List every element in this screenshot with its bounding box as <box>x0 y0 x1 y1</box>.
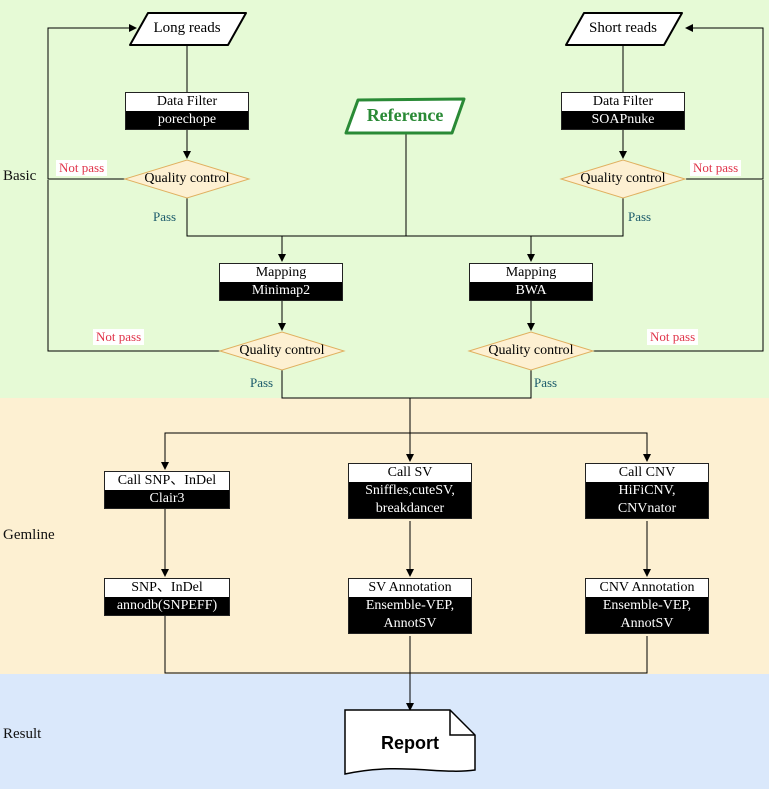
edge-pass-right <box>282 198 624 237</box>
call-sv-tool-line2: breakdancer <box>349 500 471 518</box>
not-pass-label: Not pass <box>647 329 699 345</box>
report-label: Report <box>381 733 439 753</box>
cnv-annotation-title: CNV Annotation <box>586 579 708 597</box>
mapping-tool: Minimap2 <box>220 282 342 300</box>
sv-annotation-box: SV Annotation Ensemble-VEP, AnnotSV <box>348 578 472 634</box>
qc-diamond-top-right <box>559 159 687 199</box>
short-reads-label: Short reads <box>589 20 657 36</box>
cnv-annotation-box: CNV Annotation Ensemble-VEP, AnnotSV <box>585 578 709 634</box>
snp-annotation-tool: annodb(SNPEFF) <box>105 597 229 615</box>
mapping-tool: BWA <box>470 282 592 300</box>
report-shape <box>344 709 476 775</box>
data-filter-title: Data Filter <box>126 93 248 111</box>
snp-annotation-box: SNP、InDel annodb(SNPEFF) <box>104 578 230 616</box>
edge-notpass-left-bottom <box>47 180 220 352</box>
call-sv-tool-line1: Sniffles,cuteSV, <box>349 482 471 500</box>
not-pass-label: Not pass <box>56 160 108 176</box>
sv-annotation-tool-line1: Ensemble-VEP, <box>349 597 471 615</box>
call-sv-box: Call SV Sniffles,cuteSV, breakdancer <box>348 463 472 519</box>
section-label-basic: Basic <box>3 168 37 184</box>
cnv-annotation-tool-line2: AnnotSV <box>586 615 708 633</box>
qc-diamond-bottom-left <box>218 331 346 371</box>
edge-notpass-right-bottom <box>593 180 764 352</box>
qc-label: Quality control <box>239 343 325 358</box>
not-pass-label: Not pass <box>690 160 742 176</box>
snp-annotation-title: SNP、InDel <box>105 579 229 597</box>
sv-annotation-tool-line2: AnnotSV <box>349 615 471 633</box>
mapping-right: Mapping BWA <box>469 263 593 301</box>
data-filter-tool: porechope <box>126 111 248 129</box>
qc-label: Quality control <box>144 171 230 186</box>
qc-label: Quality control <box>488 343 574 358</box>
call-snp-tool: Clair3 <box>105 490 229 508</box>
not-pass-label: Not pass <box>93 329 145 345</box>
call-cnv-tool-line1: HiFiCNV, <box>586 482 708 500</box>
short-reads-shape <box>565 12 683 46</box>
pass-label: Pass <box>534 375 558 390</box>
edge-pass-merge <box>281 370 532 399</box>
section-label-germline: Gemline <box>3 527 55 543</box>
reference-label: Reference <box>366 105 444 125</box>
call-cnv-tool-line2: CNVnator <box>586 500 708 518</box>
reference-shape <box>344 97 466 135</box>
long-reads-shape <box>129 12 247 46</box>
data-filter-tool: SOAPnuke <box>562 111 684 129</box>
mapping-left: Mapping Minimap2 <box>219 263 343 301</box>
call-sv-title: Call SV <box>349 464 471 482</box>
data-filter-title: Data Filter <box>562 93 684 111</box>
sv-annotation-title: SV Annotation <box>349 579 471 597</box>
edge-germline-branch <box>164 432 648 461</box>
data-filter-right: Data Filter SOAPnuke <box>561 92 685 130</box>
call-cnv-title: Call CNV <box>586 464 708 482</box>
edge-notpass-right-top <box>685 24 764 180</box>
pass-label: Pass <box>153 209 177 224</box>
call-snp-title: Call SNP、InDel <box>105 472 229 490</box>
mapping-title: Mapping <box>470 264 592 282</box>
section-label-result: Result <box>3 726 42 742</box>
edge-merge-report <box>164 616 648 674</box>
qc-label: Quality control <box>580 171 666 186</box>
mapping-title: Mapping <box>220 264 342 282</box>
pass-label: Pass <box>628 209 652 224</box>
qc-diamond-top-left <box>123 159 251 199</box>
long-reads-label: Long reads <box>153 20 221 36</box>
call-cnv-box: Call CNV HiFiCNV, CNVnator <box>585 463 709 519</box>
edge-notpass-left-top <box>47 24 137 180</box>
data-filter-left: Data Filter porechope <box>125 92 249 130</box>
edge-pass-left <box>186 198 531 237</box>
cnv-annotation-tool-line1: Ensemble-VEP, <box>586 597 708 615</box>
qc-diamond-bottom-right <box>467 331 595 371</box>
pass-label: Pass <box>250 375 274 390</box>
call-snp-box: Call SNP、InDel Clair3 <box>104 471 230 509</box>
